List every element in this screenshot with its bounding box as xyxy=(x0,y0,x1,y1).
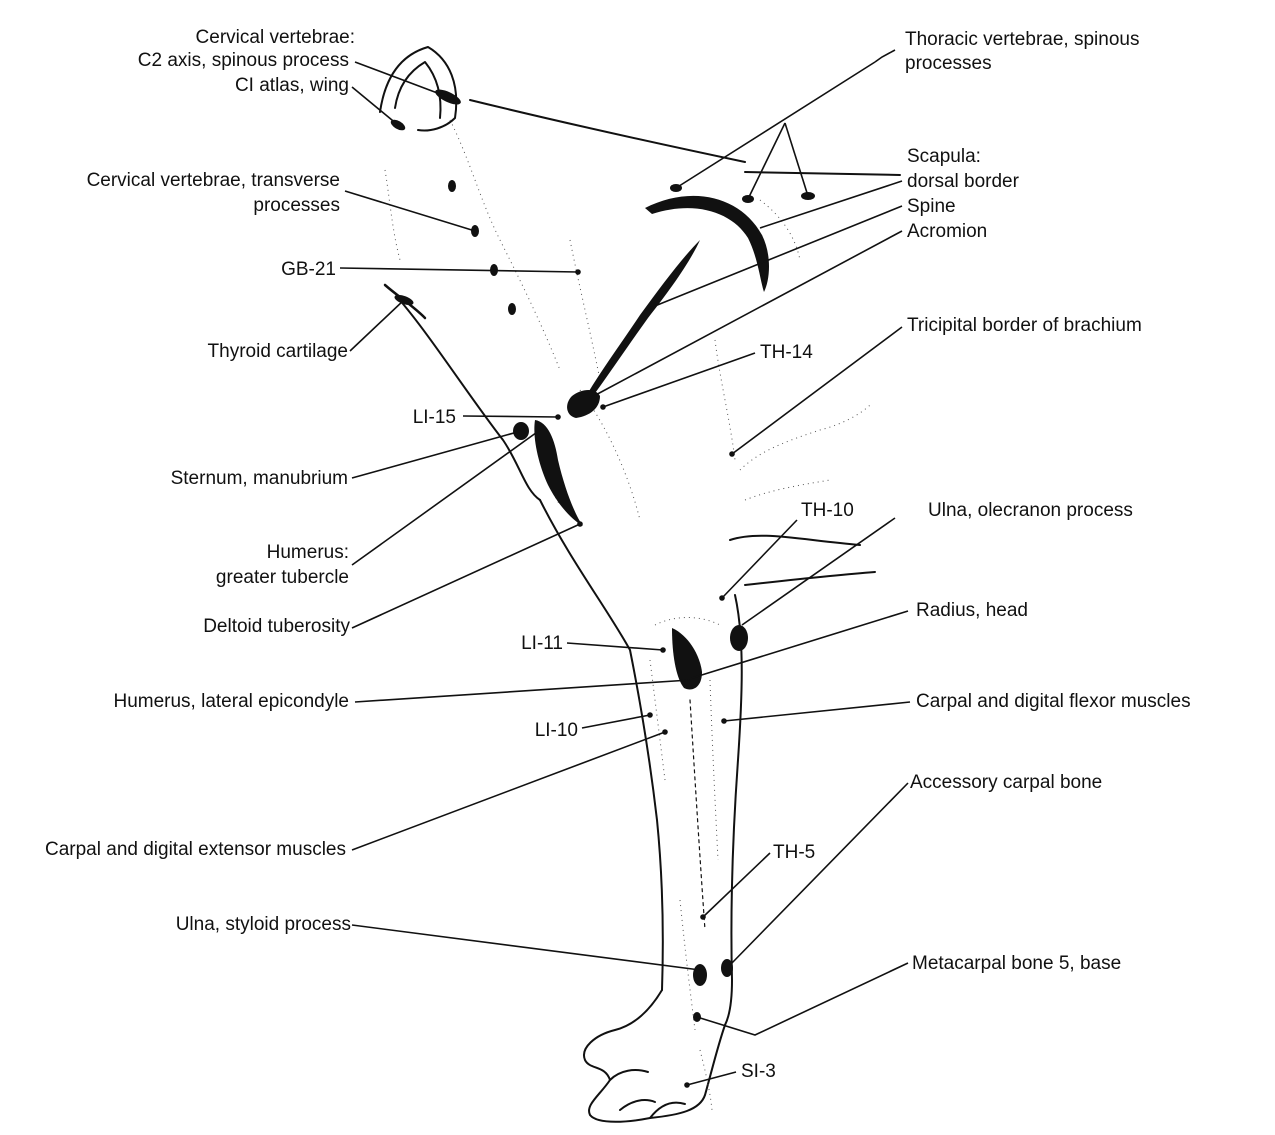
label-th10: TH-10 xyxy=(801,500,854,521)
label-acromion: Acromion xyxy=(907,221,988,242)
label-thoracic-2: processes xyxy=(905,53,992,74)
label-sternum: Sternum, manubrium xyxy=(170,468,348,489)
label-scapula-heading: Scapula: xyxy=(907,146,981,167)
cervical-transverse-4 xyxy=(508,303,516,315)
leader-sternum xyxy=(351,430,522,479)
label-humerus-lateral-epicondyle: Humerus, lateral epicondyle xyxy=(113,691,349,712)
leader-greater-tubercle xyxy=(351,429,541,566)
leader-th5 xyxy=(702,852,771,918)
leg-front xyxy=(539,499,664,991)
label-li10: LI-10 xyxy=(534,720,578,741)
scapula-spine xyxy=(585,240,700,400)
ulna-styloid-shape xyxy=(693,964,707,986)
ear-outline xyxy=(379,46,458,132)
leader-thoracic-3 xyxy=(784,122,809,197)
bone-landmarks xyxy=(390,89,815,1022)
accessory-carpal-shape xyxy=(721,959,733,977)
leader-tricipital xyxy=(731,326,903,455)
acromion xyxy=(567,390,600,418)
leader-cervical-transverse xyxy=(344,190,476,232)
cervical-transverse-1 xyxy=(448,180,456,192)
leader-radius-head xyxy=(691,610,909,679)
paw-toe-3 xyxy=(649,1101,686,1119)
radius-head-shape xyxy=(730,625,748,651)
leader-thoracic-kink xyxy=(874,49,896,63)
leader-flexor xyxy=(723,701,911,722)
back-line xyxy=(469,99,746,163)
leader-c2 xyxy=(354,61,449,98)
label-cervical-vertebrae-heading: Cervical vertebrae: xyxy=(195,27,355,48)
leader-li10 xyxy=(581,714,651,729)
leader-acromion xyxy=(589,230,903,399)
paw xyxy=(583,989,726,1123)
stipple-shading xyxy=(384,119,871,1111)
label-cervical-transverse-1: Cervical vertebrae, transverse xyxy=(86,170,340,191)
leader-thoracic-2 xyxy=(747,122,786,200)
leader-metacarpal5 xyxy=(696,962,909,1036)
label-li15: LI-15 xyxy=(412,407,456,428)
leader-olecranon xyxy=(741,517,896,626)
label-carpal-extensor: Carpal and digital extensor muscles xyxy=(45,839,346,860)
ear-inner xyxy=(394,61,442,119)
label-spine: Spine xyxy=(907,196,956,217)
leader-li11 xyxy=(566,642,664,651)
paw-toe-1 xyxy=(609,1069,649,1081)
label-carpal-flexor: Carpal and digital flexor muscles xyxy=(916,691,1191,712)
label-greater-tubercle: greater tubercle xyxy=(215,567,349,588)
elbow-line xyxy=(729,534,861,546)
label-li11: LI-11 xyxy=(521,633,563,654)
neck-front xyxy=(397,297,541,501)
label-c2-axis: C2 axis, spinous process xyxy=(137,50,349,71)
label-si3: SI-3 xyxy=(741,1061,776,1082)
dog-outline xyxy=(379,46,901,1123)
leader-th14 xyxy=(602,352,756,408)
leader-dorsal-border xyxy=(759,180,903,229)
leader-li15 xyxy=(462,415,559,418)
leader-thyroid xyxy=(349,299,405,352)
leader-c1 xyxy=(351,86,399,126)
label-cervical-transverse-2: processes xyxy=(253,195,340,216)
label-c1-atlas: CI atlas, wing xyxy=(234,75,349,96)
forearm-line xyxy=(689,699,706,931)
belly-line xyxy=(744,571,876,586)
leader-extensor xyxy=(351,731,666,851)
greater-tubercle xyxy=(534,420,583,526)
label-metacarpal5: Metacarpal bone 5, base xyxy=(912,953,1122,974)
leader-gb21 xyxy=(339,267,579,273)
leader-ulna-styloid xyxy=(351,924,701,971)
leader-si3 xyxy=(686,1071,737,1086)
label-tricipital-border: Tricipital border of brachium xyxy=(907,315,1142,336)
leg-back xyxy=(724,594,743,1026)
label-deltoid-tuberosity: Deltoid tuberosity xyxy=(203,616,350,637)
label-thyroid-cartilage: Thyroid cartilage xyxy=(207,341,348,362)
label-ulna-styloid: Ulna, styloid process xyxy=(175,914,351,935)
leader-lateral-epicondyle xyxy=(354,679,691,703)
lateral-epicondyle xyxy=(672,628,702,690)
label-ulna-olecranon: Ulna, olecranon process xyxy=(928,500,1133,521)
label-th14: TH-14 xyxy=(760,342,813,363)
label-gb21: GB-21 xyxy=(281,259,336,280)
label-radius-head: Radius, head xyxy=(916,600,1028,621)
back-line-2 xyxy=(744,171,901,176)
leader-th10 xyxy=(721,519,798,599)
scapula-dorsal-border xyxy=(645,195,769,292)
label-th5: TH-5 xyxy=(773,842,816,863)
leader-thoracic-1 xyxy=(675,61,876,189)
leader-spine xyxy=(644,205,903,311)
label-thoracic-1: Thoracic vertebrae, spinous xyxy=(905,29,1140,50)
leader-lines xyxy=(339,49,911,1086)
leader-accessory-carpal xyxy=(729,782,909,966)
paw-toe-2 xyxy=(619,1099,656,1111)
leader-deltoid xyxy=(351,523,581,629)
label-accessory-carpal: Accessory carpal bone xyxy=(910,772,1103,793)
label-humerus-heading: Humerus: xyxy=(266,542,349,563)
label-dorsal-border: dorsal border xyxy=(907,171,1019,192)
